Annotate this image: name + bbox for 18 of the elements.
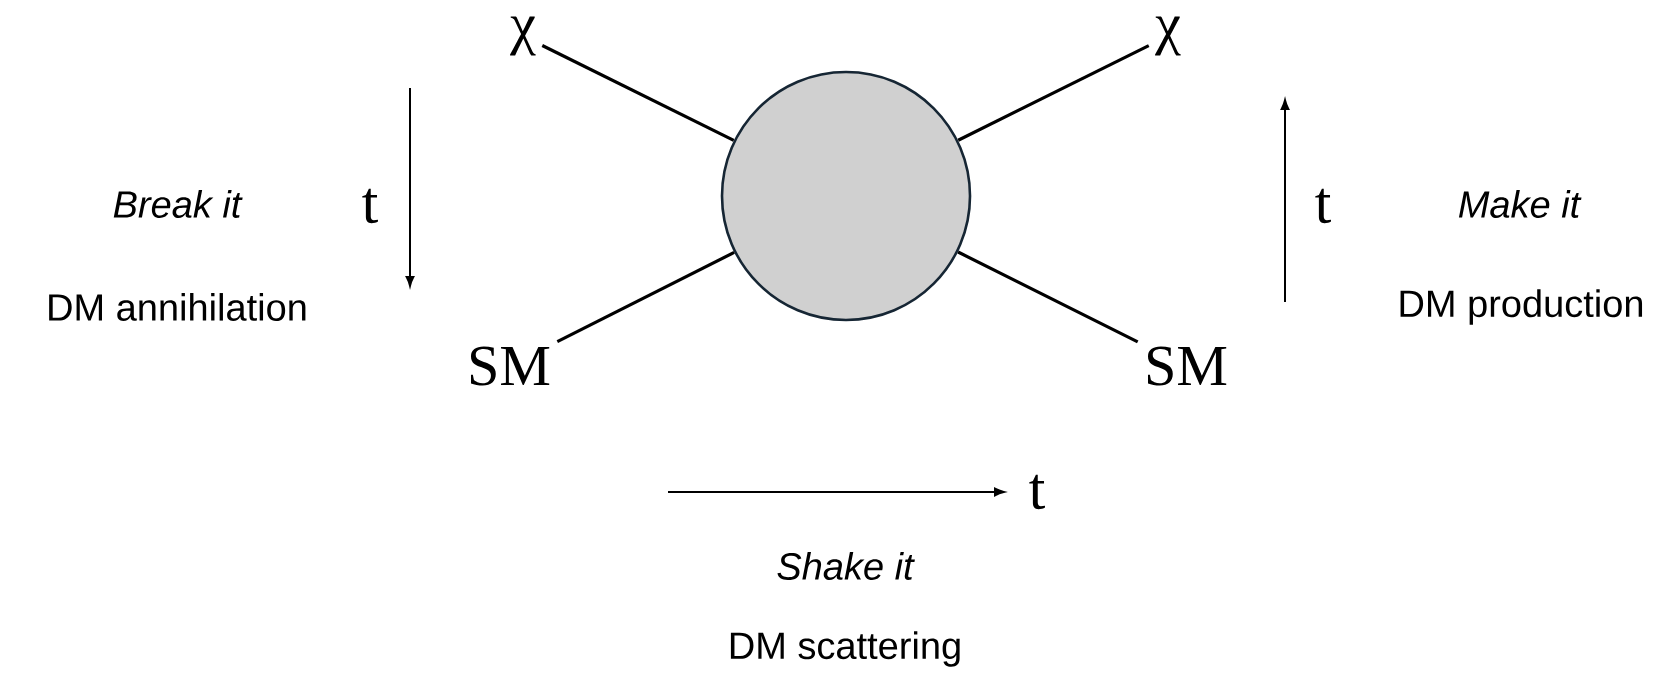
caption-text: Break it (113, 190, 243, 218)
particle-label: χ (1155, 16, 1181, 56)
caption-text: DM scattering (730, 631, 960, 667)
interaction-blob (720, 70, 972, 322)
axis-label: t (1315, 188, 1331, 224)
particle-label: SM (471, 346, 550, 386)
particle-label: χ (510, 16, 536, 56)
particle-line (541, 44, 735, 142)
particle-line (556, 251, 735, 344)
caption-text: Shake it (777, 552, 915, 580)
caption-text: Make it (1458, 190, 1582, 218)
particle-line (957, 44, 1150, 142)
axis-label: t (1029, 474, 1045, 510)
particle-line (957, 250, 1139, 344)
axis-label: t (362, 188, 378, 224)
caption-text: DM production (1400, 289, 1643, 325)
caption-text: DM annihilation (49, 293, 306, 321)
particle-label: SM (1148, 346, 1227, 386)
